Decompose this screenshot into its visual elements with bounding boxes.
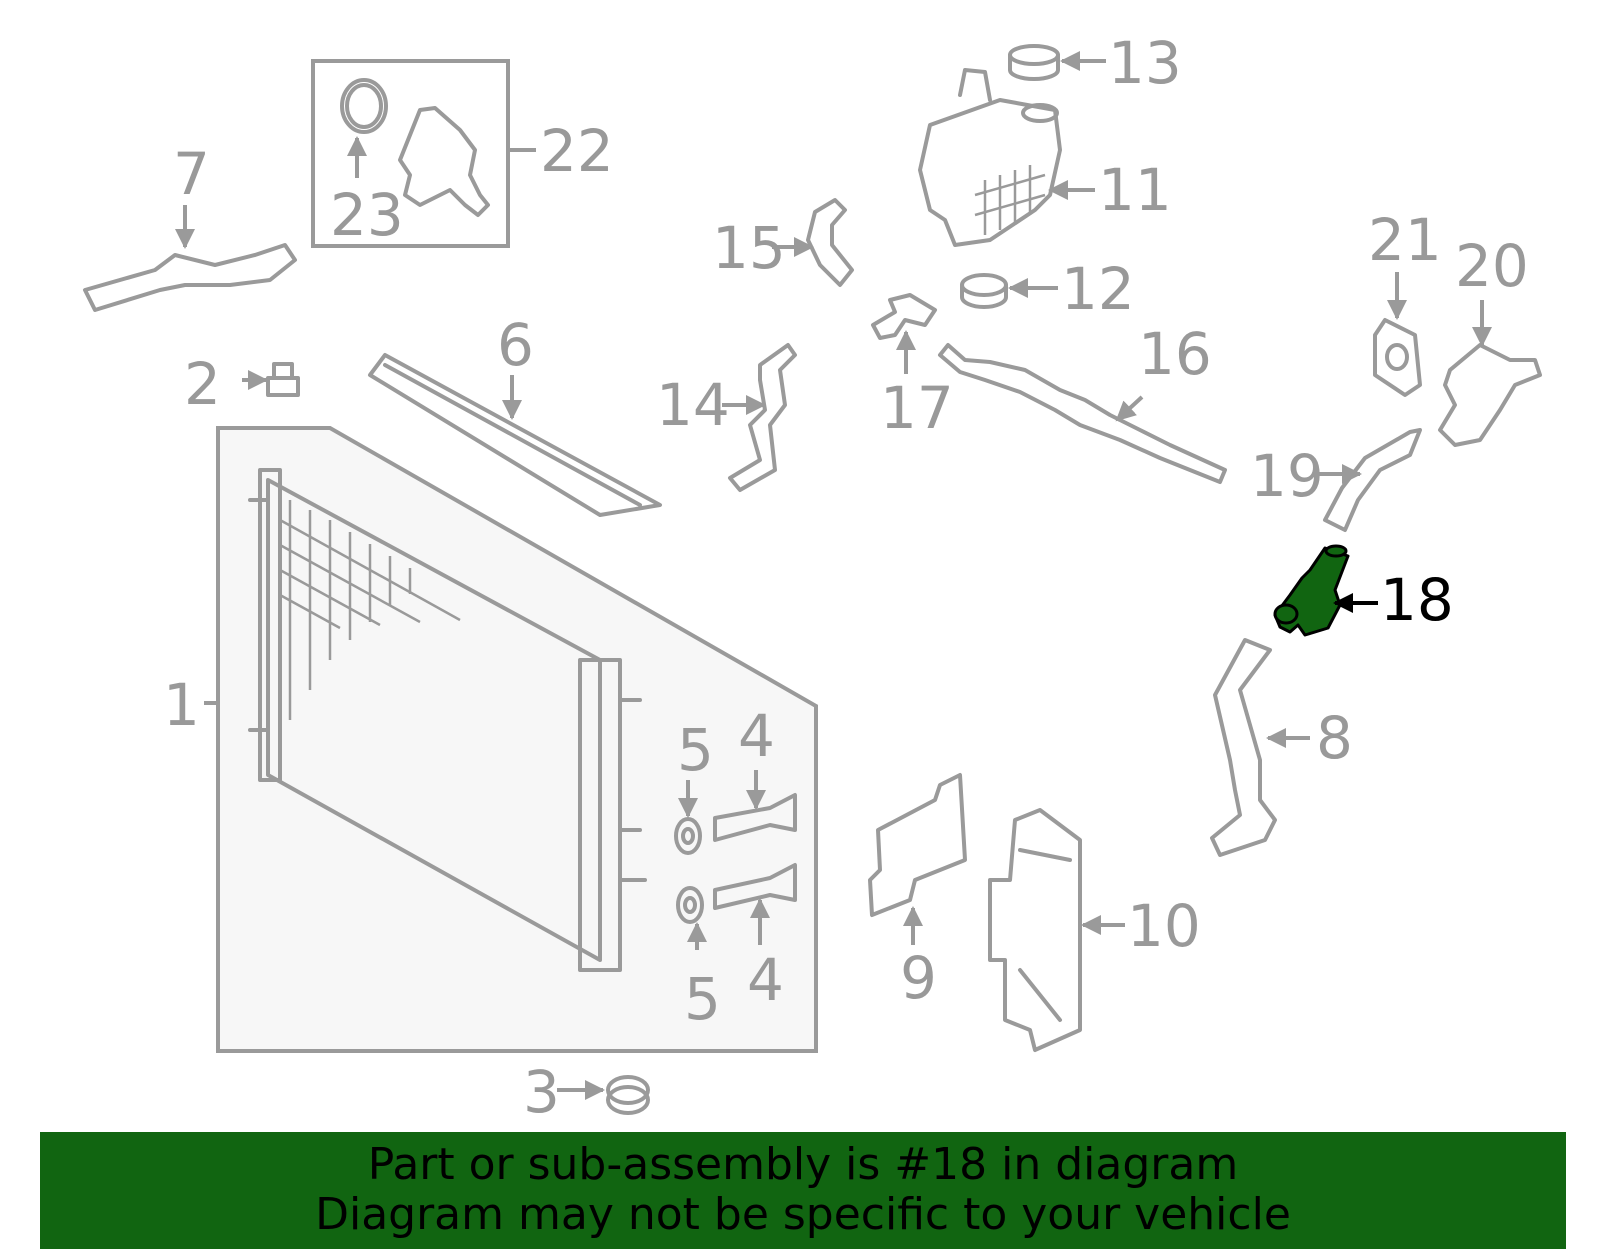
callout-7: 7 bbox=[173, 140, 210, 208]
hose-15 bbox=[806, 198, 854, 287]
callout-9: 9 bbox=[900, 944, 937, 1012]
callout-22: 22 bbox=[540, 117, 614, 185]
o-ring-23 bbox=[340, 78, 388, 134]
callout-2: 2 bbox=[184, 350, 221, 418]
banner-line-disclaimer: Diagram may not be specific to your vehi… bbox=[315, 1189, 1291, 1240]
reservoir-cap bbox=[1008, 44, 1060, 81]
reservoir-tank bbox=[918, 68, 1062, 247]
leader-lines bbox=[175, 51, 1492, 1100]
callout-14: 14 bbox=[656, 371, 730, 439]
callout-4-upper: 4 bbox=[738, 702, 775, 770]
callout-1: 1 bbox=[163, 671, 200, 739]
callout-17: 17 bbox=[880, 374, 954, 442]
callout-20: 20 bbox=[1455, 232, 1529, 300]
highlighted-part-18 bbox=[1273, 544, 1350, 637]
radiator-assembly bbox=[216, 426, 818, 1053]
callout-21: 21 bbox=[1368, 206, 1442, 274]
water-inlet bbox=[1438, 343, 1542, 447]
callout-19: 19 bbox=[1250, 442, 1324, 510]
callout-3: 3 bbox=[523, 1058, 560, 1126]
hose-14 bbox=[728, 343, 797, 492]
callout-12: 12 bbox=[1061, 255, 1135, 323]
bypass-pipe bbox=[938, 343, 1227, 484]
callout-11: 11 bbox=[1098, 156, 1172, 224]
callout-16: 16 bbox=[1138, 320, 1212, 388]
drain-plug-upper bbox=[713, 793, 797, 842]
hose-19 bbox=[1323, 428, 1422, 532]
drain-plug-lower bbox=[713, 863, 797, 910]
callout-6: 6 bbox=[497, 311, 534, 379]
tee-fitting bbox=[871, 293, 937, 340]
callout-18: 18 bbox=[1380, 566, 1454, 634]
callout-5-lower: 5 bbox=[684, 965, 721, 1033]
radiator-cap bbox=[266, 362, 300, 397]
banner-line-part: Part or sub-assembly is #18 in diagram bbox=[367, 1139, 1239, 1190]
callout-13: 13 bbox=[1108, 29, 1182, 97]
grommet-3 bbox=[606, 1075, 650, 1115]
callout-labels: 1 2 3 4 4 5 5 6 7 8 9 10 11 12 13 14 15 … bbox=[163, 29, 1529, 1126]
lower-hose bbox=[1210, 638, 1277, 857]
washer-upper bbox=[674, 817, 702, 855]
upper-hose bbox=[83, 243, 297, 312]
air-guide-10 bbox=[988, 808, 1082, 1052]
callout-5-upper: 5 bbox=[677, 716, 714, 784]
callout-23: 23 bbox=[330, 181, 404, 249]
bracket-9 bbox=[868, 773, 967, 917]
gasket-21 bbox=[1373, 318, 1422, 397]
grommet-12 bbox=[960, 273, 1008, 309]
callout-10: 10 bbox=[1127, 892, 1201, 960]
callout-15: 15 bbox=[712, 214, 786, 282]
seal-bar bbox=[368, 353, 662, 517]
callout-8: 8 bbox=[1316, 704, 1353, 772]
callout-4-lower: 4 bbox=[747, 946, 784, 1014]
info-banner: Part or sub-assembly is #18 in diagram D… bbox=[40, 1132, 1566, 1249]
